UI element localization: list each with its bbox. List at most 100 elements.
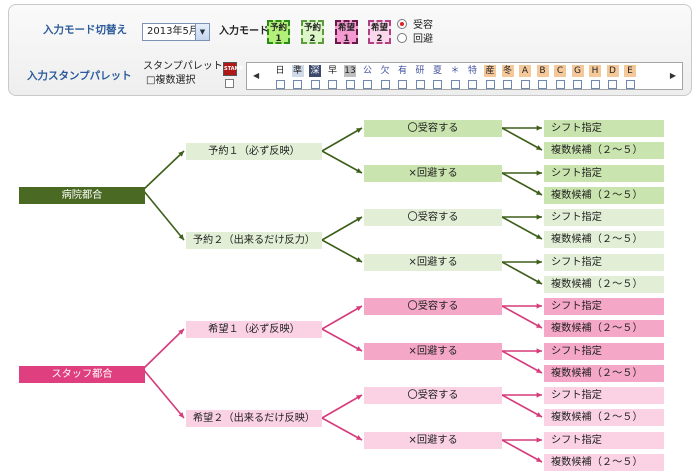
staff-connector-arrowhead bbox=[356, 395, 362, 400]
hospital-connector-arrowhead bbox=[536, 234, 542, 239]
palette-checkbox[interactable] bbox=[468, 80, 477, 89]
palette-stamp[interactable]: C bbox=[554, 65, 566, 77]
palette-stamp[interactable]: ＊ bbox=[449, 65, 461, 77]
palette-checkbox[interactable] bbox=[310, 80, 320, 89]
hospital-option-node: 〇受容する bbox=[364, 208, 502, 226]
hospital-connector-arrowhead bbox=[536, 170, 542, 176]
palette-checkbox[interactable] bbox=[555, 80, 565, 89]
staff-connector-arrowhead bbox=[536, 392, 542, 398]
staff-connector-arrowhead bbox=[178, 412, 184, 418]
mode-button-3[interactable]: 希望 1 bbox=[335, 20, 358, 44]
staff-connector bbox=[501, 350, 543, 374]
staff-connector-arrowhead bbox=[178, 329, 184, 335]
hospital-option-node: 〇受容する bbox=[364, 119, 502, 137]
radio-avoid[interactable]: 回避 bbox=[397, 30, 433, 45]
hospital-leaf-node: シフト指定 bbox=[544, 164, 664, 182]
staff-connector-arrowhead bbox=[356, 306, 362, 311]
palette-checkbox[interactable] bbox=[450, 80, 460, 89]
palette-stamp[interactable]: D bbox=[606, 65, 619, 77]
mode-button-1[interactable]: 予約 1 bbox=[267, 20, 290, 44]
hospital-level1-node: 予約１（必ず反映） bbox=[186, 142, 322, 160]
palette-stamp[interactable]: 産 bbox=[484, 65, 496, 77]
palette-stamp[interactable]: 深 bbox=[309, 65, 321, 77]
hospital-connector-arrowhead bbox=[356, 217, 362, 222]
palette-stamp[interactable]: 準 bbox=[291, 65, 304, 77]
staff-connector-arrowhead bbox=[536, 323, 542, 328]
staff-connector bbox=[321, 417, 363, 441]
staff-connector-arrowhead bbox=[536, 368, 542, 373]
palette-stamp[interactable]: 冬 bbox=[501, 65, 514, 77]
palette-checkbox[interactable] bbox=[380, 80, 390, 89]
staff-connector-arrowhead bbox=[536, 437, 542, 443]
palette-right-arrow-icon[interactable]: ▶ bbox=[669, 71, 676, 80]
staff-leaf-node: 複数候補（２～５） bbox=[544, 319, 664, 337]
input-stamp-palette-label: 入力スタンプパレット bbox=[27, 70, 132, 82]
palette-checkbox[interactable] bbox=[345, 80, 355, 89]
hospital-connector bbox=[142, 150, 185, 191]
hospital-connector-arrowhead bbox=[356, 128, 362, 133]
multi-select-label[interactable]: □複数選択 bbox=[146, 75, 196, 86]
palette-stamp[interactable]: 早 bbox=[326, 65, 339, 77]
hospital-connector bbox=[321, 239, 363, 263]
palette-stamp[interactable]: G bbox=[571, 65, 584, 77]
palette-checkbox[interactable] bbox=[503, 80, 512, 89]
palette-stamp[interactable]: 有 bbox=[396, 65, 409, 77]
palette-stamp[interactable]: 研 bbox=[414, 65, 426, 77]
mode-button-2[interactable]: 予約 2 bbox=[301, 20, 324, 44]
hospital-root: 病院都合 bbox=[19, 186, 145, 204]
palette-checkbox[interactable] bbox=[485, 80, 495, 89]
palette-checkbox[interactable] bbox=[275, 80, 285, 89]
staff-root: スタッフ都合 bbox=[19, 365, 145, 383]
chevron-down-icon[interactable]: ▼ bbox=[195, 24, 209, 40]
palette-checkbox[interactable] bbox=[363, 80, 372, 89]
palette-checkbox[interactable] bbox=[608, 80, 617, 89]
input-mode-switch-label: 入力モード切替え bbox=[43, 24, 127, 36]
palette-stamp[interactable]: 欠 bbox=[379, 65, 391, 77]
palette-checkbox[interactable] bbox=[398, 80, 407, 89]
palette-stamp[interactable]: A bbox=[519, 65, 531, 77]
palette-checkbox[interactable] bbox=[328, 80, 337, 89]
hospital-option-node: ×回避する bbox=[364, 164, 502, 182]
palette-stamp[interactable]: H bbox=[589, 65, 601, 77]
hospital-connector bbox=[321, 216, 363, 241]
hospital-connector-arrowhead bbox=[536, 145, 542, 150]
staff-option-node: ×回避する bbox=[364, 342, 502, 360]
palette-stamp[interactable]: B bbox=[536, 65, 549, 77]
staff-option-node: ×回避する bbox=[364, 431, 502, 449]
palette-checkbox[interactable] bbox=[590, 80, 600, 89]
palette-checkbox[interactable] bbox=[433, 80, 442, 89]
month-select[interactable]: 2013年5月 ▼ bbox=[142, 23, 210, 41]
palette-checkbox[interactable] bbox=[520, 80, 530, 89]
palette-checkbox[interactable] bbox=[573, 80, 582, 89]
palette-stamp[interactable]: 公 bbox=[361, 65, 374, 77]
radio-accept[interactable]: 受容 bbox=[397, 16, 433, 31]
stamp-icon[interactable]: STAMP bbox=[223, 62, 243, 76]
palette-checkbox[interactable] bbox=[625, 80, 635, 89]
palette-stamp[interactable]: E bbox=[624, 65, 636, 77]
palette-stamp[interactable]: 特 bbox=[466, 65, 479, 77]
radio-avoid-dot[interactable] bbox=[397, 32, 407, 43]
palette-checkbox[interactable] bbox=[293, 80, 302, 89]
palette-left-arrow-icon[interactable]: ◀ bbox=[253, 71, 260, 80]
hospital-connector-arrowhead bbox=[178, 151, 184, 157]
hospital-leaf-node: 複数候補（２～５） bbox=[544, 230, 664, 248]
palette-stamp[interactable]: 13 bbox=[344, 65, 356, 77]
staff-option-node: 〇受容する bbox=[364, 297, 502, 315]
palette-stamp[interactable]: 夏 bbox=[431, 65, 444, 77]
palette-stamp[interactable]: 日 bbox=[274, 65, 286, 77]
palette-checkbox[interactable] bbox=[538, 80, 547, 89]
staff-connector-arrowhead bbox=[356, 435, 362, 440]
staff-leaf-node: 複数候補（２～５） bbox=[544, 364, 664, 382]
radio-accept-dot[interactable] bbox=[397, 18, 407, 29]
staff-leaf-node: シフト指定 bbox=[544, 297, 664, 315]
mode-button-4[interactable]: 希望 2 bbox=[368, 20, 391, 44]
staff-connector bbox=[142, 368, 185, 419]
hospital-connector bbox=[321, 127, 363, 152]
palette-checkbox[interactable] bbox=[415, 80, 425, 89]
hospital-connector-arrowhead bbox=[536, 190, 542, 195]
hospital-connector bbox=[501, 172, 543, 196]
staff-option-node: 〇受容する bbox=[364, 386, 502, 404]
stamp-checkbox[interactable] bbox=[225, 79, 234, 88]
